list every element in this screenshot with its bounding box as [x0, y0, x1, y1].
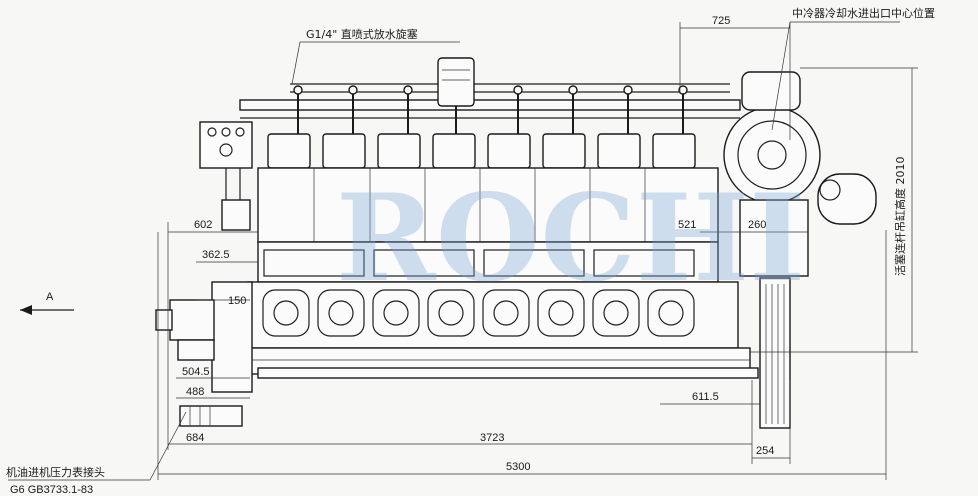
cylinder-heads — [267, 133, 696, 169]
dim-254: 254 — [756, 445, 774, 457]
dim-602: 602 — [194, 219, 212, 231]
governor-unit — [437, 57, 475, 134]
top-pipe-rail — [239, 83, 741, 119]
dim-504-5: 504.5 — [182, 366, 210, 378]
dim-150: 150 — [228, 295, 246, 307]
dim-3723: 3723 — [480, 432, 504, 444]
flywheel — [759, 277, 791, 429]
direction-arrow-label: A — [46, 291, 54, 303]
dim-5300: 5300 — [506, 461, 530, 473]
drain-valve-callout: G1/4" 直喷式放水旋塞 — [306, 27, 418, 41]
dim-725: 725 — [712, 15, 730, 27]
dim-521: 521 — [678, 219, 696, 231]
dim-260: 260 — [748, 219, 766, 231]
oil-gauge-callout-line1: 机油进机压力表接头 — [6, 465, 105, 479]
watermark-text: ROCHI — [336, 168, 805, 309]
engine-block — [247, 167, 759, 379]
control-panel — [199, 121, 253, 231]
dim-488: 488 — [186, 386, 204, 398]
turbocharger — [723, 71, 877, 277]
dimension-lines — [8, 21, 918, 481]
piston-lift-height-label: 活塞连杆吊缸高度 2010 — [893, 157, 907, 277]
dim-611-5: 611.5 — [692, 391, 719, 403]
dim-362-5: 362.5 — [202, 249, 230, 261]
head-risers — [293, 85, 688, 134]
dim-684: 684 — [186, 432, 204, 444]
cooler-inlet-callout: 中冷器冷却水进出口中心位置 — [792, 6, 935, 20]
oil-gauge-callout-line2: G6 GB3733.1-83 — [10, 484, 93, 496]
